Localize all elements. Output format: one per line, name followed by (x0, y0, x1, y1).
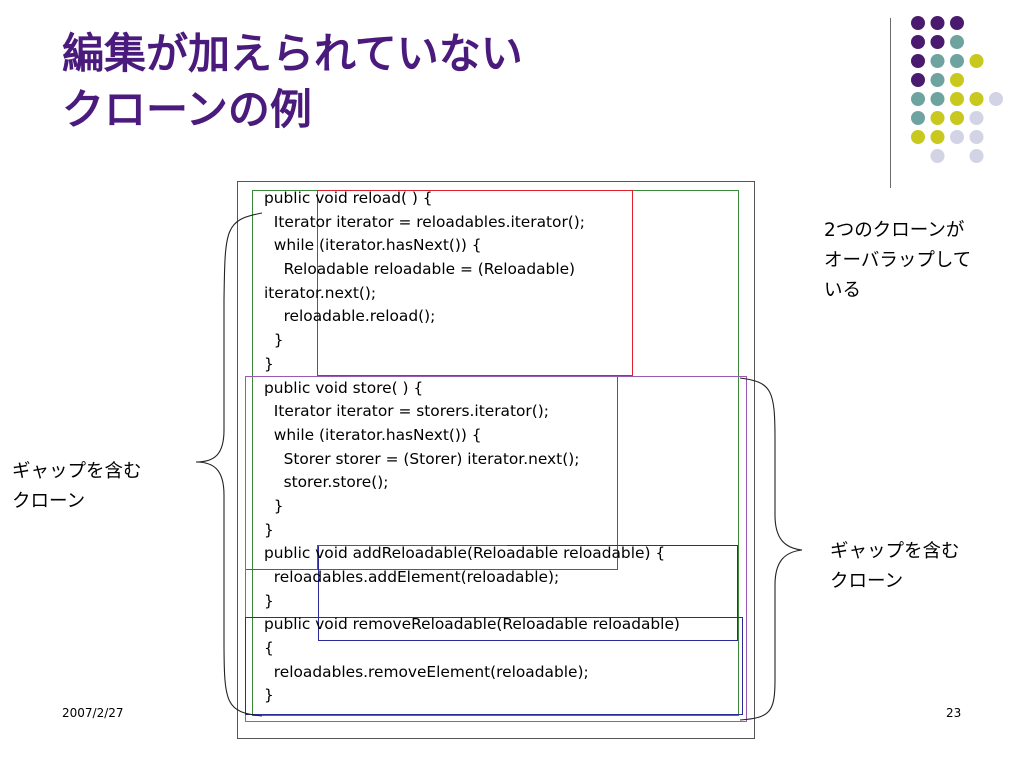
annotation-overlap: 2つのクローンが オーバラップして いる (824, 216, 971, 306)
annotation-overlap-line-2: オーバラップして (824, 250, 972, 271)
decorative-dot (969, 149, 984, 163)
title-line-1: 編集が加えられていない (62, 29, 523, 78)
slide-title: 編集が加えられていない クローンの例 (62, 26, 682, 138)
code-line: Iterator iterator = storers.iterator(); (264, 402, 549, 421)
code-line: reloadable.reload(); (264, 307, 436, 326)
code-line: } (264, 591, 274, 610)
code-line: public void removeReloadable(Reloadable … (264, 615, 680, 634)
annotation-overlap-line-3: いる (824, 280, 862, 301)
code-line: public void reload( ) { (264, 189, 433, 207)
decorative-dot (969, 130, 984, 144)
code-line: } (264, 496, 284, 515)
decorative-dot (930, 111, 945, 125)
code-line: } (264, 520, 274, 539)
code-line: iterator.next(); (264, 283, 377, 302)
decorative-dot (950, 111, 964, 125)
code-line: storer.store(); (264, 473, 389, 492)
decorative-dot (930, 149, 945, 163)
red-clone-box-3 (317, 545, 507, 569)
footer-date: 2007/2/27 (62, 706, 124, 720)
decorative-dot (989, 92, 1003, 106)
code-line: reloadables.removeElement(reloadable); (264, 662, 589, 681)
decorative-dot (969, 54, 984, 68)
annotation-gap-left-line-2: クローン (12, 491, 86, 512)
decorative-dot (930, 73, 945, 87)
code-line: { (264, 639, 274, 658)
decorative-dot (930, 35, 945, 49)
decorative-dot (911, 35, 925, 49)
divider-line (890, 18, 891, 188)
decorative-dot (911, 92, 925, 106)
annotation-gap-right: ギャップを含む クローン (830, 537, 960, 597)
code-line: } (264, 686, 274, 705)
purple-clone-box (245, 376, 747, 722)
annotation-gap-right-line-1: ギャップを含む (830, 541, 960, 562)
decorative-dot (930, 54, 945, 68)
annotation-overlap-line-1: 2つのクローンが (824, 220, 965, 241)
code-line: } (264, 354, 274, 373)
code-line: reloadables.addElement(reloadable); (264, 568, 560, 586)
decorative-dot (930, 92, 945, 106)
decorative-dot (950, 35, 964, 49)
code-line: Storer storer = (Storer) iterator.next()… (264, 449, 580, 468)
decorative-dot-grid (911, 16, 1003, 163)
blue-clone-box-1 (318, 545, 738, 641)
decorative-dot (969, 111, 984, 125)
decorative-dot (930, 16, 945, 30)
code-frame (237, 181, 755, 739)
red-clone-box-1 (317, 190, 633, 376)
code-line: Reloadable reloadable = (Reloadable) (264, 260, 576, 279)
decorative-dot (911, 130, 925, 144)
blue-clone-box-2 (245, 617, 743, 715)
code-listing: public void reload( ) { Iterator iterato… (264, 187, 680, 708)
code-line: public void store( ) { (264, 378, 424, 397)
code-line: while (iterator.hasNext()) { (264, 236, 482, 255)
decorative-dot (950, 130, 964, 144)
decorative-dot (950, 92, 964, 106)
decorative-dot (950, 16, 964, 30)
code-line: } (264, 331, 284, 350)
annotation-gap-right-line-2: クローン (830, 571, 904, 592)
code-line: Iterator iterator = reloadables.iterator… (264, 212, 585, 231)
code-line: public void addReloadable(Reloadable rel… (264, 544, 666, 563)
annotation-gap-left-line-1: ギャップを含む (12, 461, 142, 482)
decorative-dot (911, 54, 925, 68)
decorative-dot (911, 73, 925, 87)
decorative-dot (969, 92, 984, 106)
page-number: 23 (946, 706, 962, 720)
decorative-dot (930, 130, 945, 144)
decorative-dot (911, 111, 925, 125)
annotation-gap-left: ギャップを含む クローン (12, 457, 142, 517)
decorative-dot (911, 16, 925, 30)
decorative-dot (950, 54, 964, 68)
decorative-dot (950, 73, 964, 87)
title-line-2: クローンの例 (62, 85, 312, 134)
code-line: while (iterator.hasNext()) { (264, 425, 482, 444)
